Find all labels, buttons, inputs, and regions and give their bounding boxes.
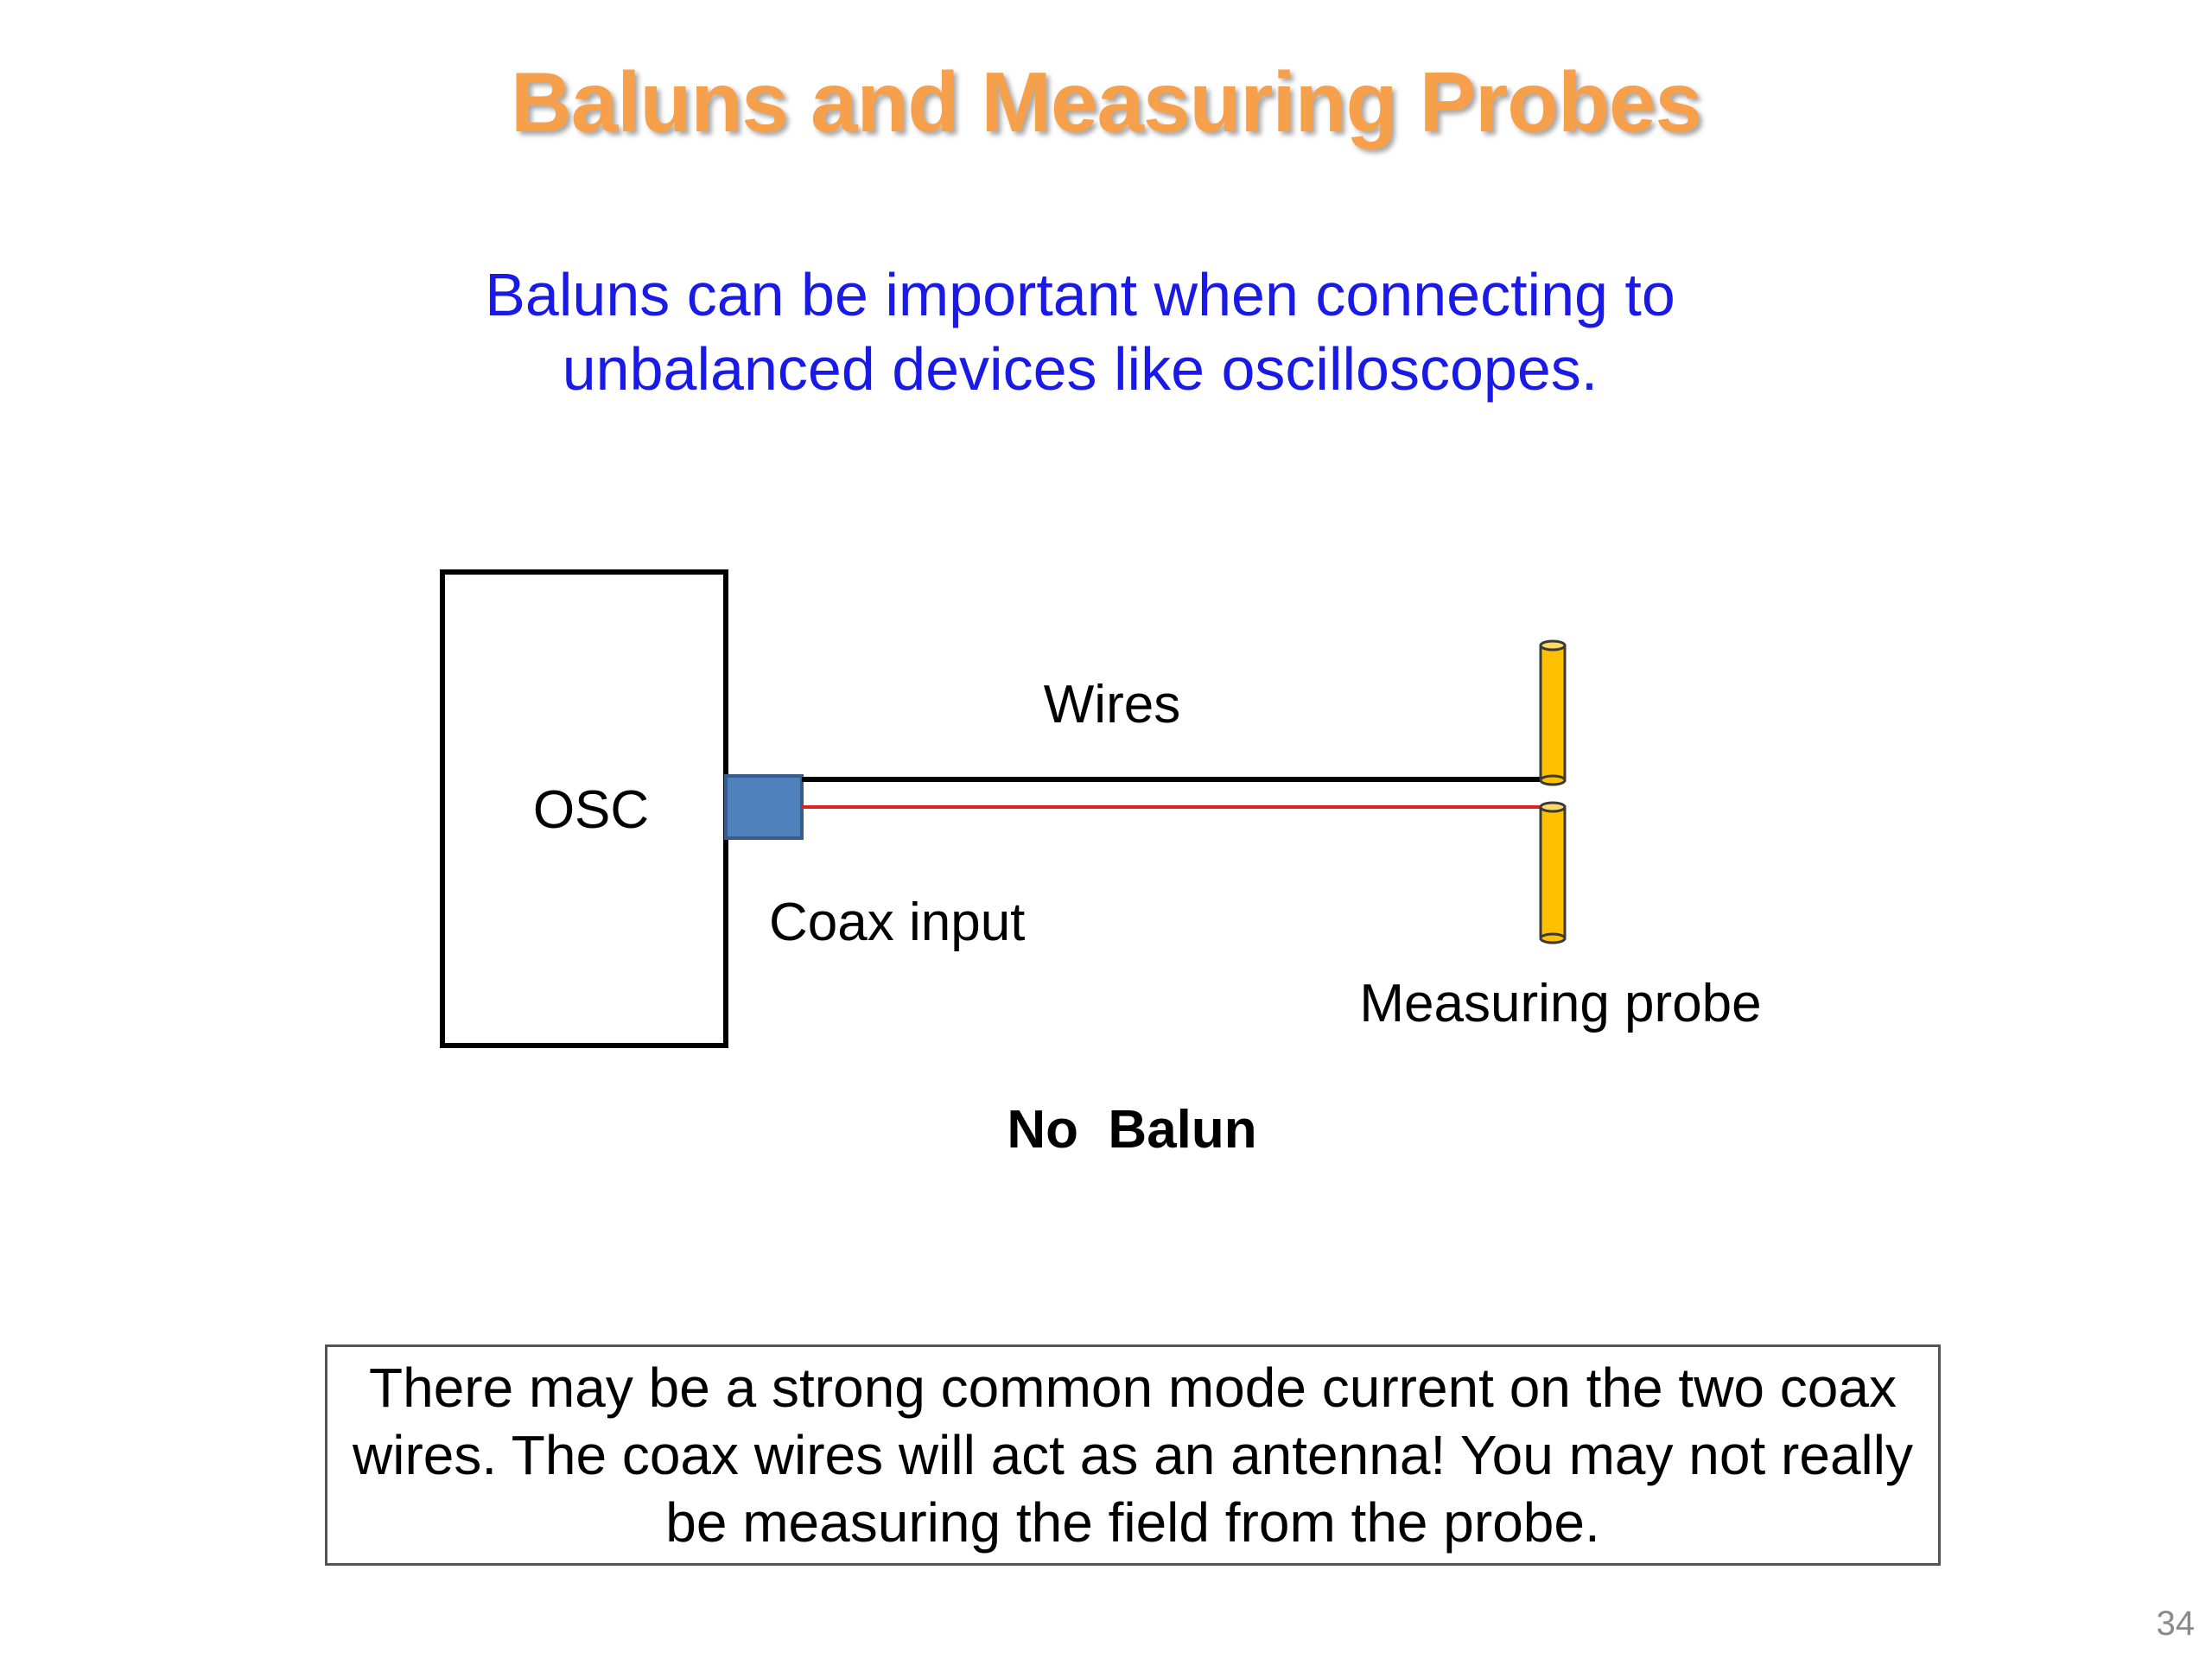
subtitle-line-2: unbalanced devices like oscilloscopes. [562, 335, 1599, 403]
wires-label: Wires [1044, 675, 1180, 734]
note-line-1: There may be a strong common mode curren… [369, 1357, 1897, 1419]
measuring-probe-upper-arm [1539, 639, 1567, 786]
note-text: There may be a strong common mode curren… [353, 1354, 1913, 1556]
page-number: 34 [2156, 1605, 2196, 1643]
subtitle-line-1: Baluns can be important when connecting … [485, 261, 1675, 328]
slide-subtitle: Baluns can be important when connecting … [397, 257, 1763, 406]
note-line-3: be measuring the field from the probe. [665, 1491, 1600, 1554]
slide-title: Baluns and Measuring Probes [511, 54, 1702, 149]
coax-input-label: Coax input [769, 893, 1025, 952]
osc-label: OSC [533, 780, 649, 840]
coax-connector [724, 774, 804, 840]
measuring-probe-lower-arm [1539, 801, 1567, 944]
measuring-probe-label: Measuring probe [1359, 974, 1761, 1033]
note-box: There may be a strong common mode curren… [325, 1344, 1941, 1566]
diagram-caption: No Balun [1007, 1100, 1256, 1160]
note-line-2: wires. The coax wires will act as an ant… [353, 1424, 1913, 1486]
